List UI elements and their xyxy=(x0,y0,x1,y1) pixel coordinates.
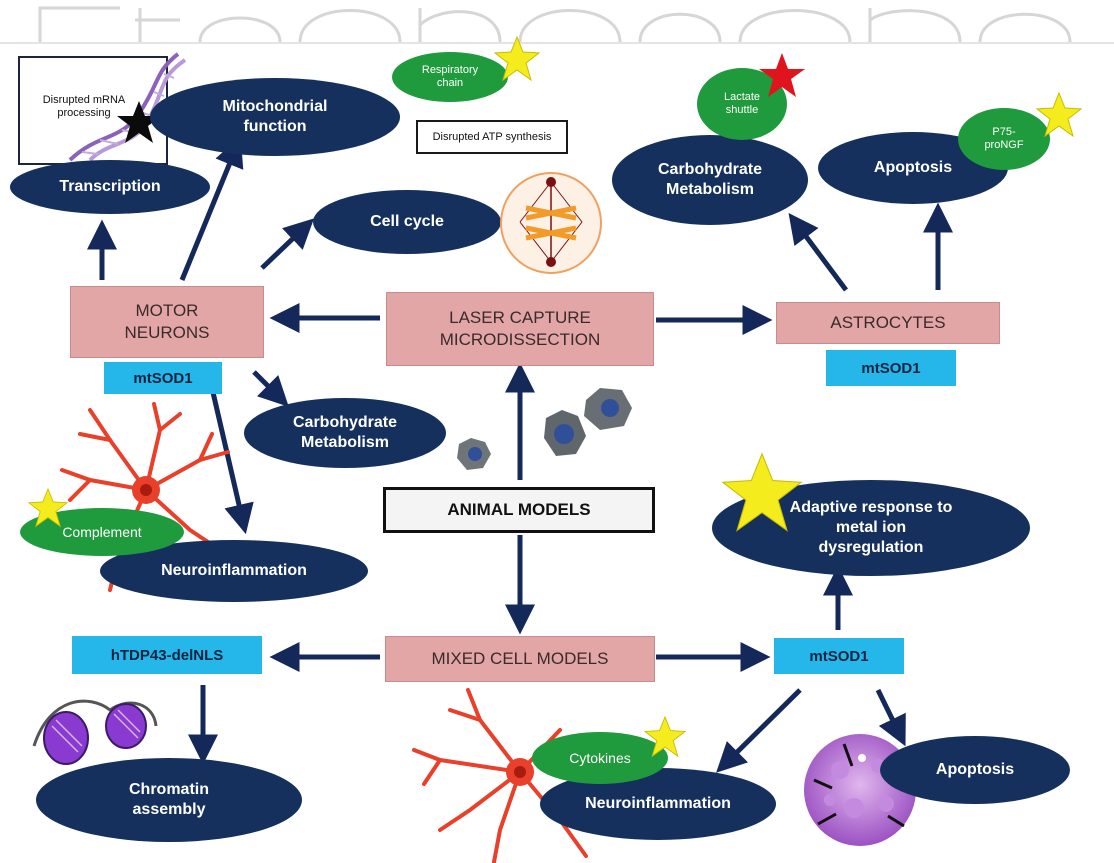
watermark-banner xyxy=(0,6,1114,44)
mixed-cell-models-node: MIXED CELL MODELS xyxy=(385,636,655,682)
yellow-star-icon xyxy=(28,488,68,528)
lactate-shuttle-node: Lactate shuttle xyxy=(697,68,787,140)
yellow-star-icon xyxy=(721,452,803,532)
mtSOD1-mixed-label: mtSOD1 xyxy=(774,638,904,674)
arrow-mtsod1-to-apoptosis xyxy=(875,688,906,747)
carbohydrate-metabolism-top-node: Carbohydrate Metabolism xyxy=(612,135,808,225)
chromatin-glasses-icon xyxy=(32,699,158,765)
red-star-icon xyxy=(759,53,805,97)
astrocytes-node: ASTROCYTES xyxy=(776,302,1000,344)
cytokines-node: Cytokines xyxy=(532,732,668,784)
mitochondrial-function-node: Mitochondrial function xyxy=(150,78,400,156)
mitotic-cell-icon xyxy=(500,172,602,274)
tissue-section-icon xyxy=(584,388,632,430)
carbohydrate-metabolism-mid-node: Carbohydrate Metabolism xyxy=(244,398,446,468)
laser-capture-node: LASER CAPTURE MICRODISSECTION xyxy=(386,292,654,366)
arrow-astro-to-carb xyxy=(788,212,849,292)
apoptosis-bottom-node: Apoptosis xyxy=(880,736,1070,804)
p75-proNGF-node: P75- proNGF xyxy=(958,108,1050,170)
tissue-section-icon xyxy=(544,410,586,456)
arrow-motor-to-cellcycle xyxy=(260,218,315,270)
yellow-star-icon xyxy=(494,36,540,82)
disrupted-atp-label: Disrupted ATP synthesis xyxy=(416,120,568,154)
motor-neurons-node: MOTOR NEURONS xyxy=(70,286,264,358)
yellow-star-icon xyxy=(644,716,686,758)
arrow-motor-to-mito xyxy=(179,136,244,281)
transcription-node: Transcription xyxy=(10,160,210,214)
mtSOD1-astrocytes-label: mtSOD1 xyxy=(826,350,956,386)
chromatin-assembly-node: Chromatin assembly xyxy=(36,758,302,842)
black-star-icon xyxy=(117,101,161,143)
arrow-mtsod1-to-neuroinfl xyxy=(209,387,254,535)
tissue-section-icon xyxy=(457,438,491,470)
arrow-mtsod1-to-neuroinfl-bottom xyxy=(716,688,802,773)
cell-cycle-node: Cell cycle xyxy=(313,190,501,254)
neuron-icon xyxy=(412,688,588,863)
yellow-star-icon xyxy=(1036,92,1082,138)
htdp43-label: hTDP43-delNLS xyxy=(72,636,262,674)
neuroinflammation-left-node: Neuroinflammation xyxy=(100,540,368,602)
disrupted-mrna-label: Disrupted mRNA processing xyxy=(42,94,126,120)
arrow-mtsod1-to-carb xyxy=(252,370,289,407)
mtSOD1-motor-label: mtSOD1 xyxy=(104,362,222,394)
respiratory-chain-node: Respiratory chain xyxy=(392,52,508,102)
apoptosis-top-node: Apoptosis xyxy=(818,132,1008,204)
animal-models-node: ANIMAL MODELS xyxy=(383,487,655,533)
